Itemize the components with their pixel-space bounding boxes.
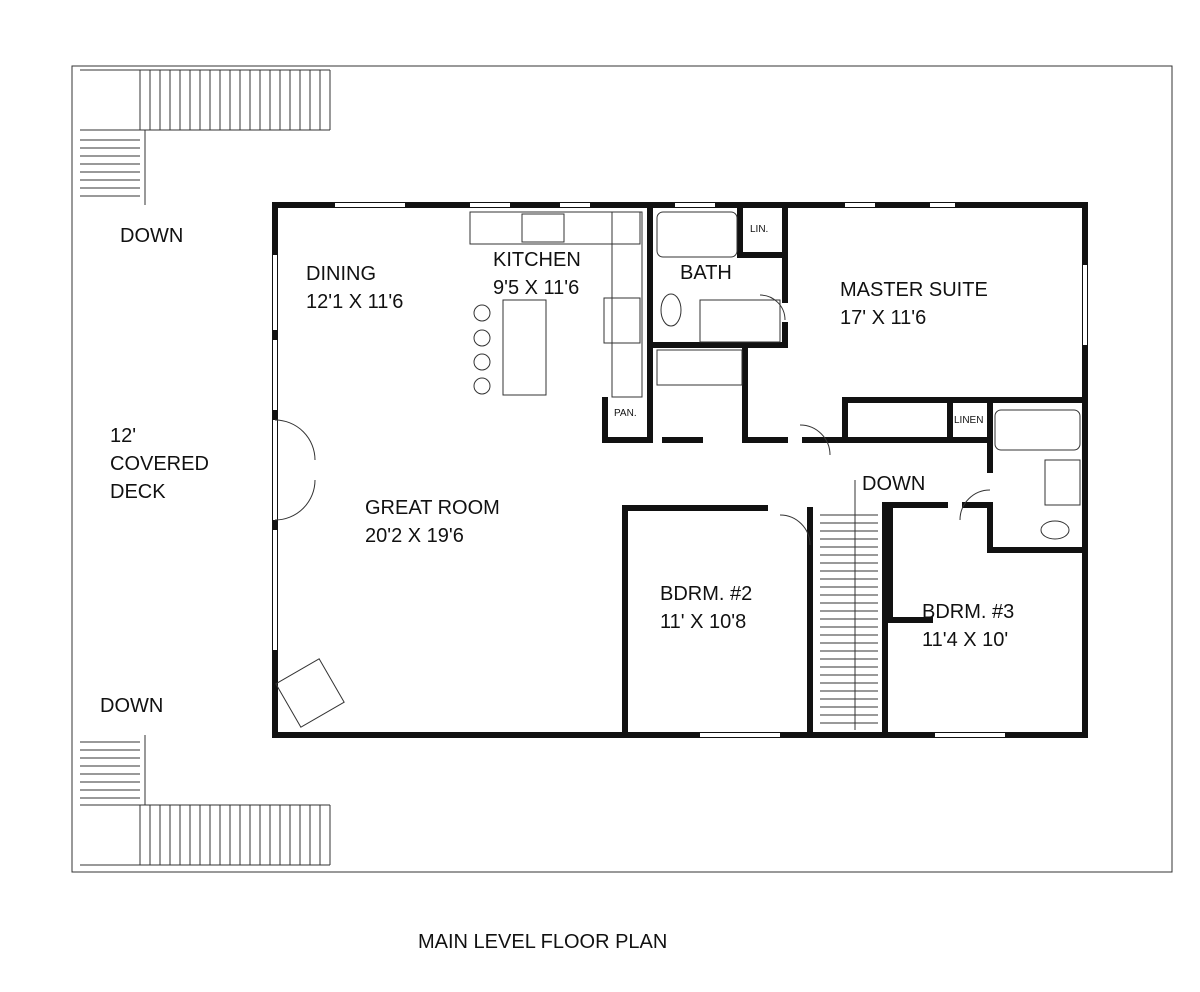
sink-icon [521,213,565,243]
toilet-icon-2 [1040,520,1070,540]
patio-doors [274,419,316,521]
fixtures [274,211,1081,728]
room-name: BDRM. #2 [660,583,753,605]
label-lin: LIN. [750,224,769,235]
stairs-bottom-left [80,735,331,866]
fireplace-icon [275,658,345,728]
stairs-top-left [80,69,331,205]
room-bdrm-3: BDRM. #3 11'4 X 10' [922,598,1014,654]
label-down-hall: DOWN [862,473,926,495]
room-name: MASTER SUITE [840,279,988,301]
kitchen-island [502,299,547,396]
room-name: KITCHEN [493,249,581,271]
windows [273,203,1087,737]
interior-walls [602,202,1088,738]
stairs-hall [820,480,878,730]
room-name: GREAT ROOM [365,497,500,519]
room-great-room: GREAT ROOM 20'2 X 19'6 [365,494,500,550]
vanity-icon [699,299,781,343]
door-swing [759,294,786,321]
deck-line: DECK [110,481,166,503]
label-down-top: DOWN [120,225,184,247]
room-covered-deck: 12' COVERED DECK [110,422,209,506]
bathtub-icon-2 [994,409,1081,451]
deck-line: COVERED [110,453,209,475]
deck-outline [71,65,1173,873]
room-bdrm-2: BDRM. #2 11' X 10'8 [660,580,752,636]
label-down-bottom: DOWN [100,695,164,717]
room-bath: BATH [680,262,732,284]
room-size: 20'2 X 19'6 [365,525,464,547]
room-kitchen: KITCHEN 9'5 X 11'6 [493,246,581,302]
room-master-suite: MASTER SUITE 17' X 11'6 [840,276,988,332]
room-name: DINING [306,263,376,285]
room-size: 17' X 11'6 [840,307,927,329]
room-size: 11'4 X 10' [922,629,1009,651]
room-name: BDRM. #3 [922,601,1015,623]
vanity-icon-2 [1044,459,1081,506]
range-icon [603,297,641,344]
label-pantry: PAN. [614,408,637,419]
room-dining: DINING 12'1 X 11'6 [306,260,403,316]
room-size: 9'5 X 11'6 [493,277,580,299]
label-linen: LINEN [954,415,984,426]
toilet-icon [660,293,682,327]
washer-dryer-icon [656,349,743,386]
bathtub-icon [656,211,738,258]
room-size: 12'1 X 11'6 [306,291,404,313]
room-size: 11' X 10'8 [660,611,747,633]
deck-line: 12' [110,425,137,447]
plan-title: MAIN LEVEL FLOOR PLAN [418,931,668,953]
